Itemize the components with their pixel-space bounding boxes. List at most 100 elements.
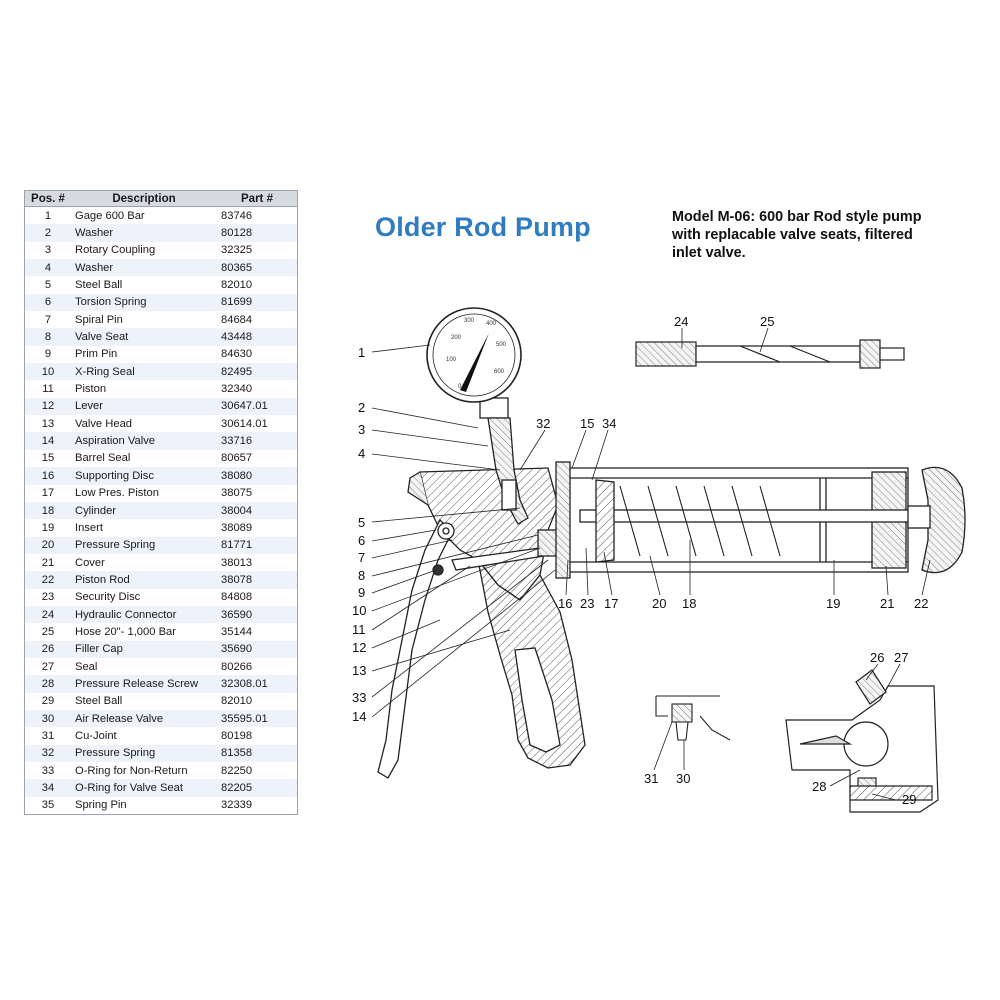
grip-cutout: [514, 647, 561, 753]
row-description: Supporting Disc: [71, 467, 217, 485]
row-pos: 9: [24, 345, 71, 364]
header-pos: Pos. #: [24, 190, 71, 207]
row-pos: 15: [24, 449, 71, 468]
hydraulic-connector: [635, 341, 697, 367]
gauge-needle: [460, 333, 489, 392]
row-description: Steel Ball: [71, 276, 217, 294]
callout-4: 4: [358, 446, 365, 461]
row-part-number: 35595.01: [217, 709, 298, 728]
row-description: Steel Ball: [71, 692, 217, 710]
row-part-number: 83746: [217, 206, 298, 225]
callout-2: 2: [358, 400, 365, 415]
row-pos: 6: [24, 293, 71, 312]
row-description: Valve Head: [71, 415, 217, 433]
row-pos: 10: [24, 363, 71, 381]
row-part-number: 32340: [217, 380, 298, 398]
callout-30: 30: [676, 771, 690, 786]
row-pos: 21: [24, 553, 71, 572]
callout-3: 3: [358, 422, 365, 437]
parts-table-header: Pos. # Description Part #: [24, 190, 298, 207]
row-description: Lever: [71, 397, 217, 416]
pump-handle: [921, 466, 966, 574]
rotary-coupling: [487, 417, 529, 525]
row-part-number: 35690: [217, 640, 298, 658]
callout-23: 23: [580, 596, 594, 611]
callout-17: 17: [604, 596, 618, 611]
callout-6: 6: [358, 533, 365, 548]
callout-29: 29: [902, 792, 916, 807]
row-part-number: 82205: [217, 779, 298, 797]
callout-19: 19: [826, 596, 840, 611]
front-nose: [407, 471, 429, 506]
row-part-number: 80128: [217, 224, 298, 242]
row-pos: 11: [24, 380, 71, 398]
row-part-number: 81771: [217, 536, 298, 554]
callout-31: 31: [644, 771, 658, 786]
row-description: O-Ring for Valve Seat: [71, 779, 217, 797]
callout-27: 27: [894, 650, 908, 665]
row-part-number: 80365: [217, 259, 298, 277]
gauge-mark-600: 600: [494, 369, 505, 375]
row-pos: 1: [24, 206, 71, 225]
row-description: X-Ring Seal: [71, 363, 217, 381]
row-description: Pressure Spring: [71, 744, 217, 762]
low-pressure-piston: [595, 479, 615, 563]
row-part-number: 32308.01: [217, 675, 298, 693]
callout-16: 16: [558, 596, 572, 611]
air-release-valve: [671, 703, 693, 723]
row-pos: 16: [24, 467, 71, 485]
callout-18: 18: [682, 596, 696, 611]
row-pos: 5: [24, 276, 71, 294]
row-description: Washer: [71, 259, 217, 277]
row-part-number: 82010: [217, 276, 298, 294]
row-description: O-Ring for Non-Return: [71, 762, 217, 780]
row-pos: 13: [24, 415, 71, 433]
row-pos: 14: [24, 432, 71, 450]
row-pos: 4: [24, 259, 71, 277]
row-description: Washer: [71, 224, 217, 242]
callout-21: 21: [880, 596, 894, 611]
row-description: Rotary Coupling: [71, 241, 217, 260]
row-pos: 20: [24, 536, 71, 554]
row-pos: 34: [24, 779, 71, 797]
callout-12: 12: [352, 640, 366, 655]
row-pos: 25: [24, 623, 71, 641]
row-pos: 18: [24, 501, 71, 520]
row-description: Hydraulic Connector: [71, 605, 217, 624]
row-part-number: 35144: [217, 623, 298, 641]
row-part-number: 38080: [217, 467, 298, 485]
callout-14: 14: [352, 709, 366, 724]
row-pos: 33: [24, 762, 71, 780]
row-part-number: 82010: [217, 692, 298, 710]
gauge-mark-100: 100: [446, 357, 457, 363]
row-description: Spiral Pin: [71, 311, 217, 329]
row-pos: 29: [24, 692, 71, 710]
air-release-detail: [655, 695, 731, 741]
row-description: Aspiration Valve: [71, 432, 217, 450]
gauge-mark-400: 400: [486, 321, 497, 327]
row-pos: 8: [24, 328, 71, 346]
callout-28: 28: [812, 779, 826, 794]
row-description: Pressure Spring: [71, 536, 217, 554]
row-part-number: 38089: [217, 519, 298, 537]
row-description: Security Disc: [71, 588, 217, 606]
